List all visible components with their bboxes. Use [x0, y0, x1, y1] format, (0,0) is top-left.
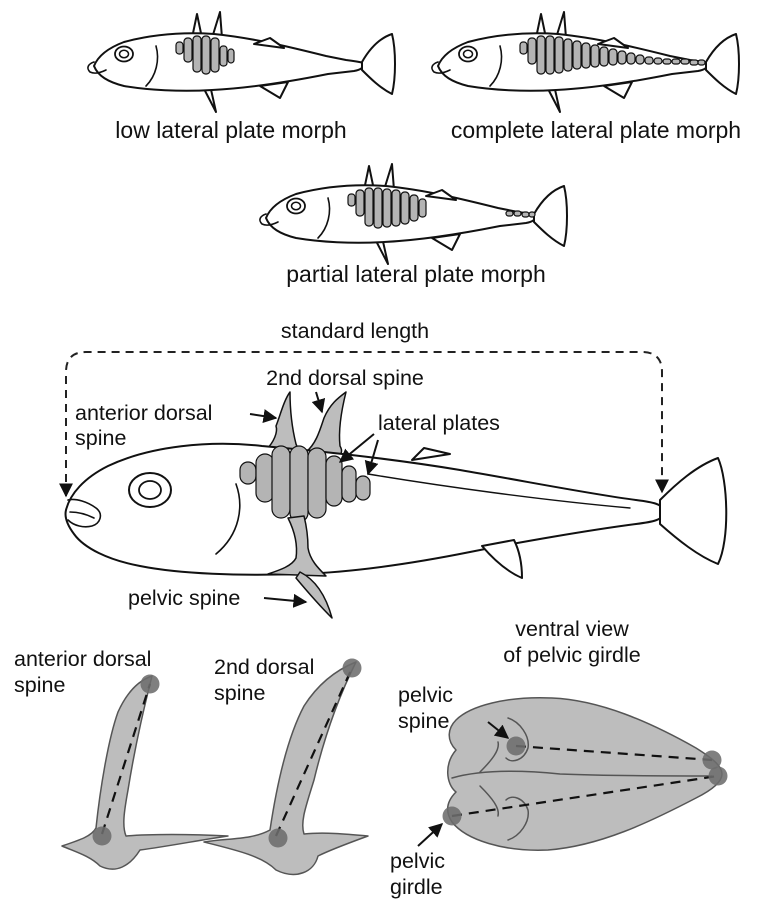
landmark-anterior-base — [93, 827, 112, 846]
anterior-dorsal-spine-label-line2: spine — [75, 426, 126, 450]
pelvic-spine-label: pelvic spine — [128, 586, 240, 610]
pelvic-spine-detail-label-line1: pelvic — [398, 683, 453, 707]
anal-fin — [482, 540, 522, 578]
detail-second-label-line2: spine — [214, 681, 265, 705]
ventral-view-label-line1: ventral view — [515, 617, 629, 641]
low-morph-caption: low lateral plate morph — [115, 117, 346, 143]
ventral-view-label-line2: of pelvic girdle — [503, 643, 640, 667]
pelvic-spine — [296, 572, 332, 618]
fish-low-lateral-plate-morph — [88, 12, 395, 112]
detail-anterior-label-line2: spine — [14, 673, 65, 697]
standard-length-label: standard length — [281, 319, 429, 343]
pelvic-spine-detail-label-line2: spine — [398, 709, 449, 733]
detail-pelvic-girdle-ventral — [443, 698, 728, 850]
fish-body-outline — [65, 444, 664, 575]
complete-morph-caption: complete lateral plate morph — [451, 117, 741, 143]
annotated-stickleback — [65, 352, 726, 618]
arrow-pelvic-girdle-detail — [418, 824, 442, 846]
lateral-plates-label: lateral plates — [378, 411, 500, 435]
arrow-anterior-dorsal-spine — [250, 414, 276, 418]
landmark-pelvic-girdle — [443, 807, 462, 826]
caudal-fin — [660, 458, 726, 564]
fish-partial-lateral-plate-morph — [260, 164, 567, 264]
arrow-second-dorsal-spine — [316, 392, 322, 412]
landmark-anterior-tip — [141, 675, 160, 694]
pelvic-girdle-detail-label-line1: pelvic — [390, 849, 445, 873]
fish-complete-lateral-plate-morph — [432, 12, 739, 112]
landmark-pelvic-spine — [507, 737, 526, 756]
landmark-pelvic-anterior-lower — [709, 767, 728, 786]
landmark-second-base — [269, 829, 288, 848]
detail-anterior-label-line1: anterior dorsal — [14, 647, 151, 671]
detail-anterior-dorsal-spine — [62, 675, 228, 870]
pelvic-girdle-detail-label-line2: girdle — [390, 875, 443, 899]
second-dorsal-spine-label: 2nd dorsal spine — [266, 366, 424, 390]
partial-morph-caption: partial lateral plate morph — [286, 261, 546, 287]
arrow-pelvic-spine — [264, 598, 306, 602]
anterior-dorsal-spine-label-line1: anterior dorsal — [75, 401, 212, 425]
landmark-second-tip — [343, 659, 362, 678]
detail-second-label-line1: 2nd dorsal — [214, 655, 314, 679]
